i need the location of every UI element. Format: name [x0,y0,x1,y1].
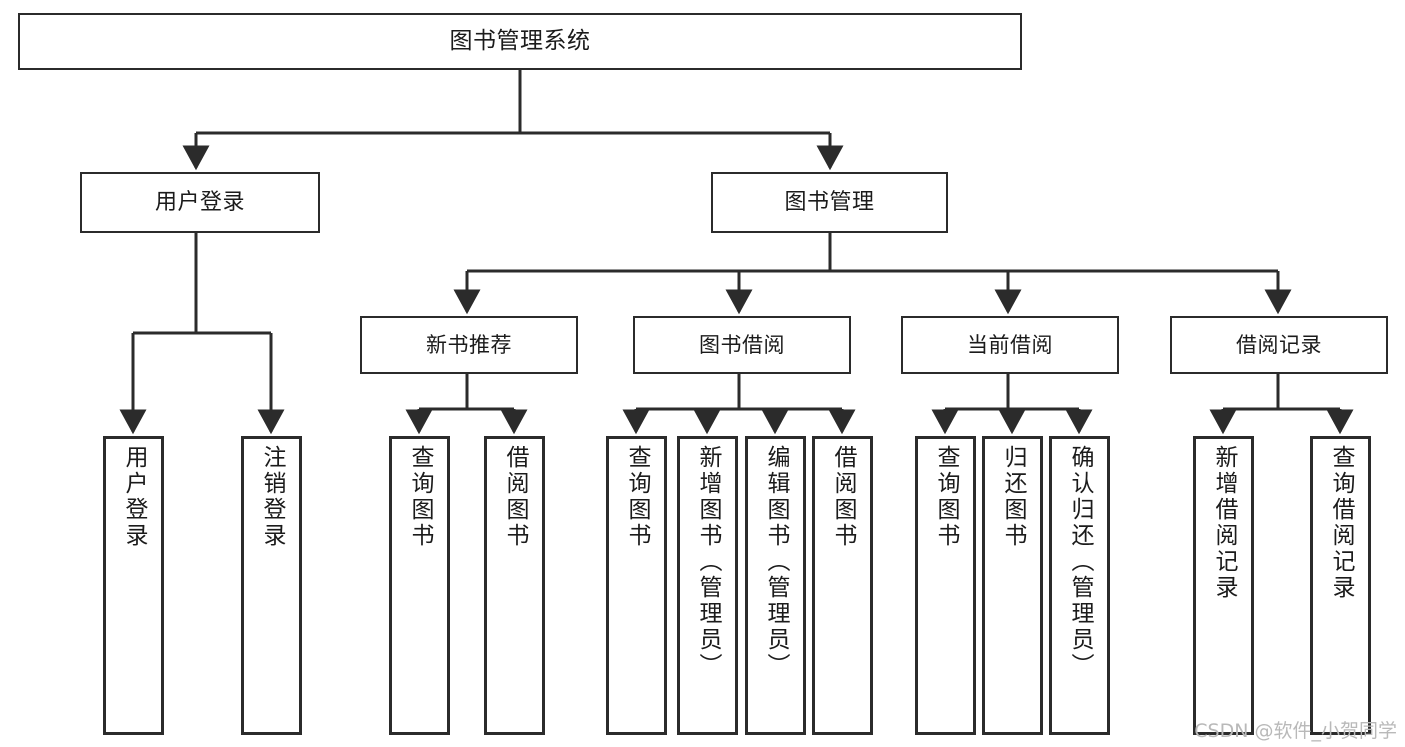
node-root-label: 图书管理系统 [449,27,591,54]
node-leaf-query-book-3[interactable]: 查询图书 [915,436,976,735]
node-book-borrow[interactable]: 图书借阅 [633,316,851,374]
node-leaf-query-record[interactable]: 查询借阅记录 [1310,436,1371,735]
node-leaf-edit-book[interactable]: 编辑图书（管理员） [745,436,806,735]
node-leaf-logout-login[interactable]: 注销登录 [241,436,302,735]
node-leaf-confirm-return[interactable]: 确认归还（管理员） [1049,436,1110,735]
node-book-manage[interactable]: 图书管理 [711,172,948,233]
node-current-borrow[interactable]: 当前借阅 [901,316,1119,374]
node-new-book-recommend-label: 新书推荐 [426,332,512,357]
node-leaf-borrow-book-1-label: 借阅图书 [502,445,528,549]
node-new-book-recommend[interactable]: 新书推荐 [360,316,578,374]
node-leaf-borrow-book-2-label: 借阅图书 [830,445,856,549]
node-leaf-add-book[interactable]: 新增图书（管理员） [677,436,738,735]
node-leaf-add-record[interactable]: 新增借阅记录 [1193,436,1254,735]
node-book-borrow-label: 图书借阅 [699,332,785,357]
node-leaf-return-book-label: 归还图书 [1000,445,1026,549]
node-current-borrow-label: 当前借阅 [967,332,1053,357]
node-leaf-query-book-3-label: 查询图书 [933,445,959,549]
node-leaf-query-book-1[interactable]: 查询图书 [389,436,450,735]
node-book-manage-label: 图书管理 [784,189,875,215]
node-borrow-record[interactable]: 借阅记录 [1170,316,1388,374]
node-root[interactable]: 图书管理系统 [18,13,1022,70]
node-leaf-edit-book-label: 编辑图书（管理员） [763,445,789,679]
node-user-login-label: 用户登录 [154,189,245,215]
node-leaf-logout-login-label: 注销登录 [259,445,285,549]
node-leaf-return-book[interactable]: 归还图书 [982,436,1043,735]
watermark-text: CSDN @软件_小贺同学 [1194,720,1397,742]
node-leaf-query-book-2[interactable]: 查询图书 [606,436,667,735]
node-borrow-record-label: 借阅记录 [1236,332,1322,357]
node-leaf-query-book-1-label: 查询图书 [407,445,433,549]
node-leaf-user-login-label: 用户登录 [121,445,147,549]
node-user-login[interactable]: 用户登录 [80,172,320,233]
node-leaf-query-book-2-label: 查询图书 [624,445,650,549]
node-leaf-confirm-return-label: 确认归还（管理员） [1067,445,1093,679]
node-leaf-borrow-book-1[interactable]: 借阅图书 [484,436,545,735]
node-leaf-user-login[interactable]: 用户登录 [103,436,164,735]
node-leaf-borrow-book-2[interactable]: 借阅图书 [812,436,873,735]
node-leaf-add-book-label: 新增图书（管理员） [695,445,721,679]
node-leaf-query-record-label: 查询借阅记录 [1328,445,1354,601]
node-leaf-add-record-label: 新增借阅记录 [1211,445,1237,601]
